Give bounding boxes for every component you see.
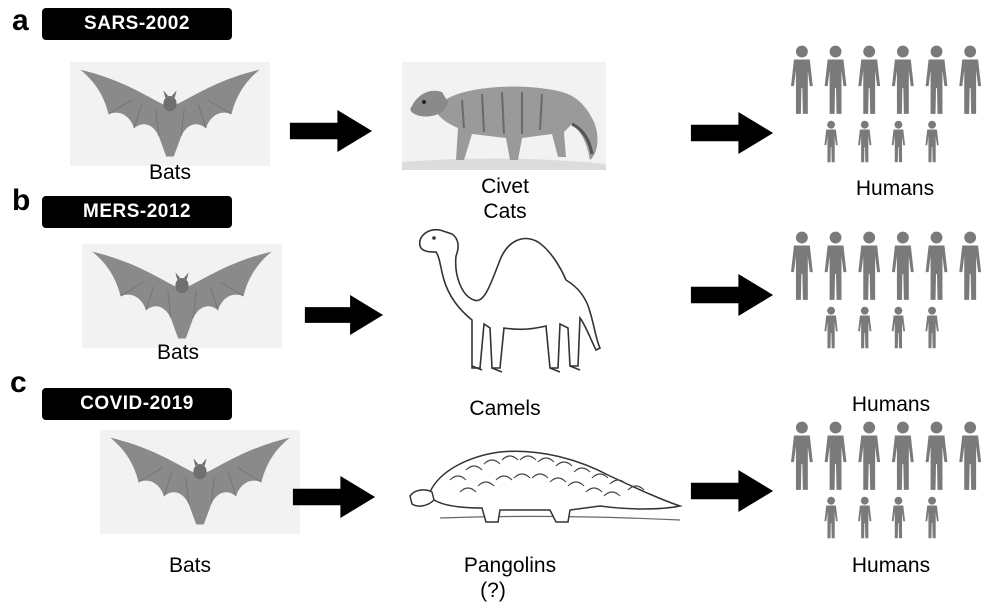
arrow-icon-c2 bbox=[686, 470, 778, 512]
humans-label-a: Humans bbox=[830, 176, 960, 201]
humans-group-icon-b bbox=[790, 230, 988, 350]
bat-image-c bbox=[100, 430, 300, 534]
bat-icon bbox=[70, 62, 270, 166]
civet-cat-icon bbox=[402, 62, 606, 170]
arrow-icon-c1 bbox=[288, 476, 380, 518]
bat-image-a bbox=[70, 62, 270, 166]
arrow-icon-a1 bbox=[285, 110, 377, 152]
bat-image-b bbox=[82, 244, 282, 348]
panel-letter-b: b bbox=[12, 186, 30, 216]
sars-2002-badge: SARS-2002 bbox=[42, 8, 232, 40]
arrow-icon-a2 bbox=[686, 112, 778, 154]
arrow-icon-b1 bbox=[298, 295, 390, 335]
bats-label-b: Bats bbox=[128, 340, 228, 365]
humans-group-icon-c bbox=[790, 420, 988, 540]
pangolins-label-line2: (?) bbox=[468, 578, 518, 603]
bats-label-a: Bats bbox=[120, 160, 220, 185]
humans-label-c: Humans bbox=[826, 553, 956, 578]
pangolins-label-line1: Pangolins bbox=[455, 553, 565, 578]
humans-label-b: Humans bbox=[826, 392, 956, 417]
mers-2012-badge: MERS-2012 bbox=[42, 196, 232, 228]
pangolin-icon bbox=[400, 430, 690, 530]
camel-icon bbox=[400, 216, 610, 380]
civet-image bbox=[402, 62, 606, 170]
panel-letter-a: a bbox=[12, 6, 29, 36]
arrow-icon-b2 bbox=[686, 274, 778, 316]
bats-label-c: Bats bbox=[140, 553, 240, 578]
civet-label-line1: Civet bbox=[455, 174, 555, 199]
camels-label: Camels bbox=[455, 396, 555, 421]
bat-icon bbox=[100, 430, 300, 534]
panel-letter-c: c bbox=[10, 368, 27, 398]
bat-icon bbox=[82, 244, 282, 348]
covid-2019-badge: COVID-2019 bbox=[42, 388, 232, 420]
humans-group-icon-a bbox=[790, 44, 988, 164]
